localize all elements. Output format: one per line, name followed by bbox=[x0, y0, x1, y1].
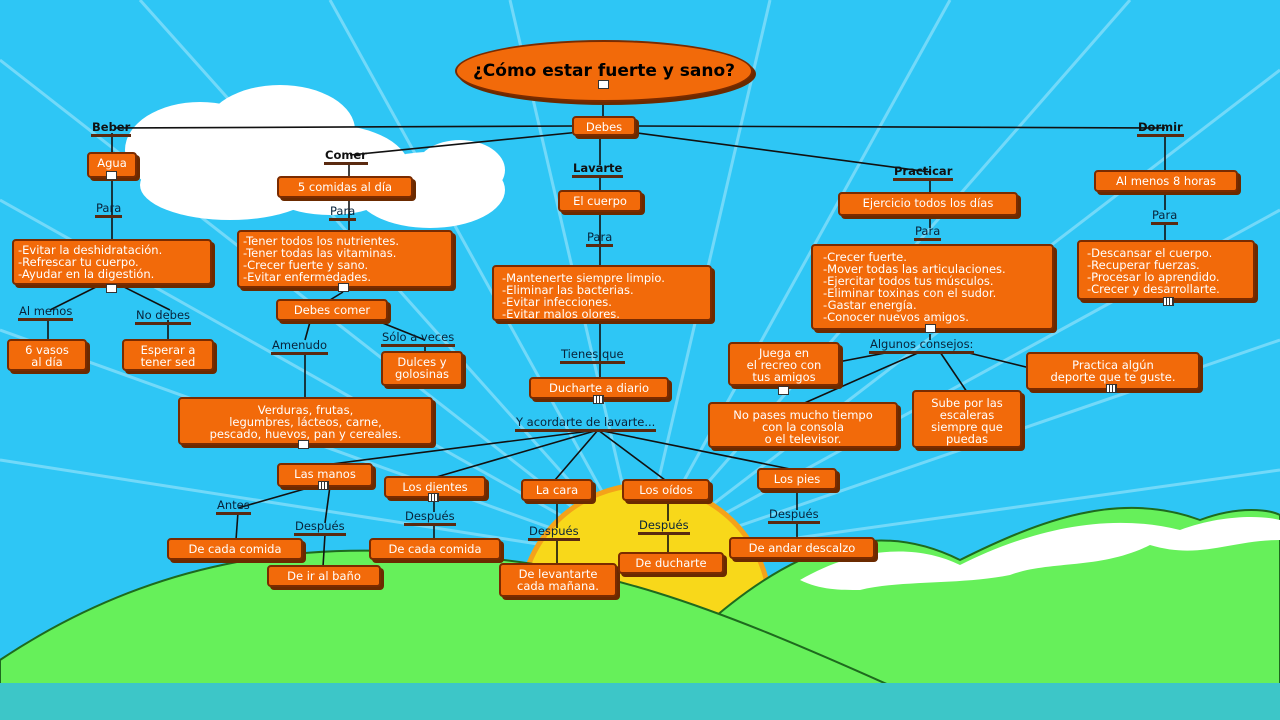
link-despues-oidos: Después bbox=[638, 519, 690, 535]
los-oidos-node[interactable]: Los oídos bbox=[622, 479, 710, 501]
image-icon[interactable] bbox=[298, 440, 309, 449]
link-comer: Comer bbox=[324, 149, 368, 165]
consejo-recreo-node[interactable]: Juega en el recreo con tus amigos bbox=[728, 342, 840, 386]
link-antes: Antes bbox=[216, 499, 251, 515]
la-cara-node[interactable]: La cara bbox=[521, 479, 593, 501]
los-pies-node[interactable]: Los pies bbox=[757, 468, 837, 490]
consejo-escaleras-node[interactable]: Sube por las escaleras siempre que pueda… bbox=[912, 390, 1022, 448]
oidos-despues-node[interactable]: De ducharte bbox=[618, 552, 724, 574]
consejo-consola-node[interactable]: No pases mucho tiempo con la consola o e… bbox=[708, 402, 898, 448]
manos-despues-node[interactable]: De ir al baño bbox=[267, 565, 381, 587]
image-icon[interactable] bbox=[338, 283, 349, 292]
link-despues-dientes: Después bbox=[404, 510, 456, 526]
people-icon[interactable] bbox=[925, 324, 936, 333]
image-icon[interactable] bbox=[106, 284, 117, 293]
verduras-node[interactable]: Verduras, frutas, legumbres, lácteos, ca… bbox=[178, 397, 433, 445]
link-consejos: Algunos consejos: bbox=[869, 338, 975, 354]
link-para-beber: Para bbox=[95, 202, 123, 218]
debes-comer-node[interactable]: Debes comer bbox=[276, 299, 388, 321]
debes-node[interactable]: Debes bbox=[572, 116, 636, 136]
link-despues-pies: Después bbox=[768, 508, 820, 524]
link-dormir: Dormir bbox=[1137, 121, 1184, 137]
el-cuerpo-node[interactable]: El cuerpo bbox=[558, 190, 642, 212]
ocho-horas-node[interactable]: Al menos 8 horas bbox=[1094, 170, 1238, 192]
dientes-despues-node[interactable]: De cada comida bbox=[369, 538, 501, 560]
manos-antes-node[interactable]: De cada comida bbox=[167, 538, 303, 560]
pies-despues-node[interactable]: De andar descalzo bbox=[729, 537, 875, 559]
snow-cap bbox=[800, 517, 1280, 590]
link-beber: Beber bbox=[91, 121, 132, 137]
beber-reasons-node[interactable]: -Evitar la deshidratación. -Refrescar tu… bbox=[12, 239, 212, 285]
image-icon[interactable] bbox=[598, 80, 609, 89]
esperar-sed-node[interactable]: Esperar a tener sed bbox=[122, 339, 214, 371]
comer-reasons-node[interactable]: -Tener todos los nutrientes. -Tener toda… bbox=[237, 230, 453, 288]
video-icon[interactable] bbox=[318, 481, 329, 490]
cinco-comidas-node[interactable]: 5 comidas al día bbox=[277, 176, 413, 198]
consejo-deporte-node[interactable]: Practica algún deporte que te guste. bbox=[1026, 352, 1200, 390]
link-para-practicar: Para bbox=[914, 225, 942, 241]
cara-despues-node[interactable]: De levantarte cada mañana. bbox=[499, 563, 617, 597]
dulces-node[interactable]: Dulces y golosinas bbox=[381, 351, 463, 386]
map-title: ¿Cómo estar fuerte y sano? bbox=[455, 40, 753, 102]
lavarte-reasons-node[interactable]: -Mantenerte siempre limpio. -Eliminar la… bbox=[492, 265, 712, 321]
link-para-lavarte: Para bbox=[586, 231, 614, 247]
practicar-reasons-node[interactable]: -Crecer fuerte. -Mover todas las articul… bbox=[811, 244, 1054, 330]
image-icon[interactable] bbox=[778, 386, 789, 395]
video-icon[interactable] bbox=[1163, 297, 1174, 306]
link-practicar: Practicar bbox=[893, 165, 954, 181]
ejercicio-node[interactable]: Ejercicio todos los días bbox=[838, 192, 1018, 216]
water-strip bbox=[0, 683, 1280, 720]
people-icon[interactable] bbox=[106, 171, 117, 180]
link-solo-veces: Sólo a veces bbox=[381, 331, 456, 347]
link-acordarte: Y acordarte de lavarte... bbox=[515, 416, 657, 432]
link-lavarte: Lavarte bbox=[572, 162, 624, 178]
video-icon[interactable] bbox=[1106, 384, 1117, 393]
seis-vasos-node[interactable]: 6 vasos al día bbox=[7, 339, 87, 371]
video-icon[interactable] bbox=[428, 493, 439, 502]
dormir-reasons-node[interactable]: -Descansar el cuerpo. -Recuperar fuerzas… bbox=[1077, 240, 1255, 300]
link-amenudo: Amenudo bbox=[271, 339, 329, 355]
ducharte-node[interactable]: Ducharte a diario bbox=[529, 377, 669, 399]
link-despues-manos: Después bbox=[294, 520, 346, 536]
link-al-menos: Al menos bbox=[18, 305, 74, 321]
video-icon[interactable] bbox=[593, 395, 604, 404]
cloud bbox=[125, 85, 505, 228]
link-tienes-que: Tienes que bbox=[560, 348, 625, 364]
link-para-dormir: Para bbox=[1151, 209, 1179, 225]
map-title-text: ¿Cómo estar fuerte y sano? bbox=[472, 61, 736, 81]
link-no-debes: No debes bbox=[135, 309, 192, 325]
link-para-comer: Para bbox=[329, 205, 357, 221]
link-despues-cara: Después bbox=[528, 525, 580, 541]
